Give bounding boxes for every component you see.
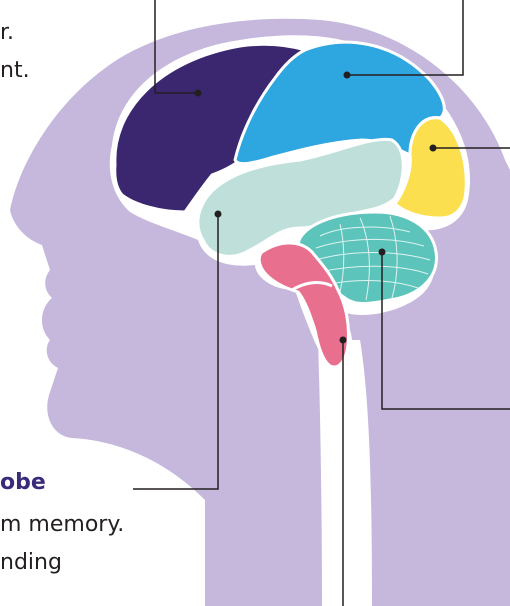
frontal-caption-line1: r.	[0, 22, 14, 44]
spinal-column	[318, 340, 372, 606]
temporal-lobe-title: obe	[0, 472, 46, 494]
temporal-caption-line1: m memory.	[0, 514, 124, 536]
frontal-caption-line2: nt.	[0, 60, 30, 82]
temporal-caption-line2: nding	[0, 552, 62, 574]
